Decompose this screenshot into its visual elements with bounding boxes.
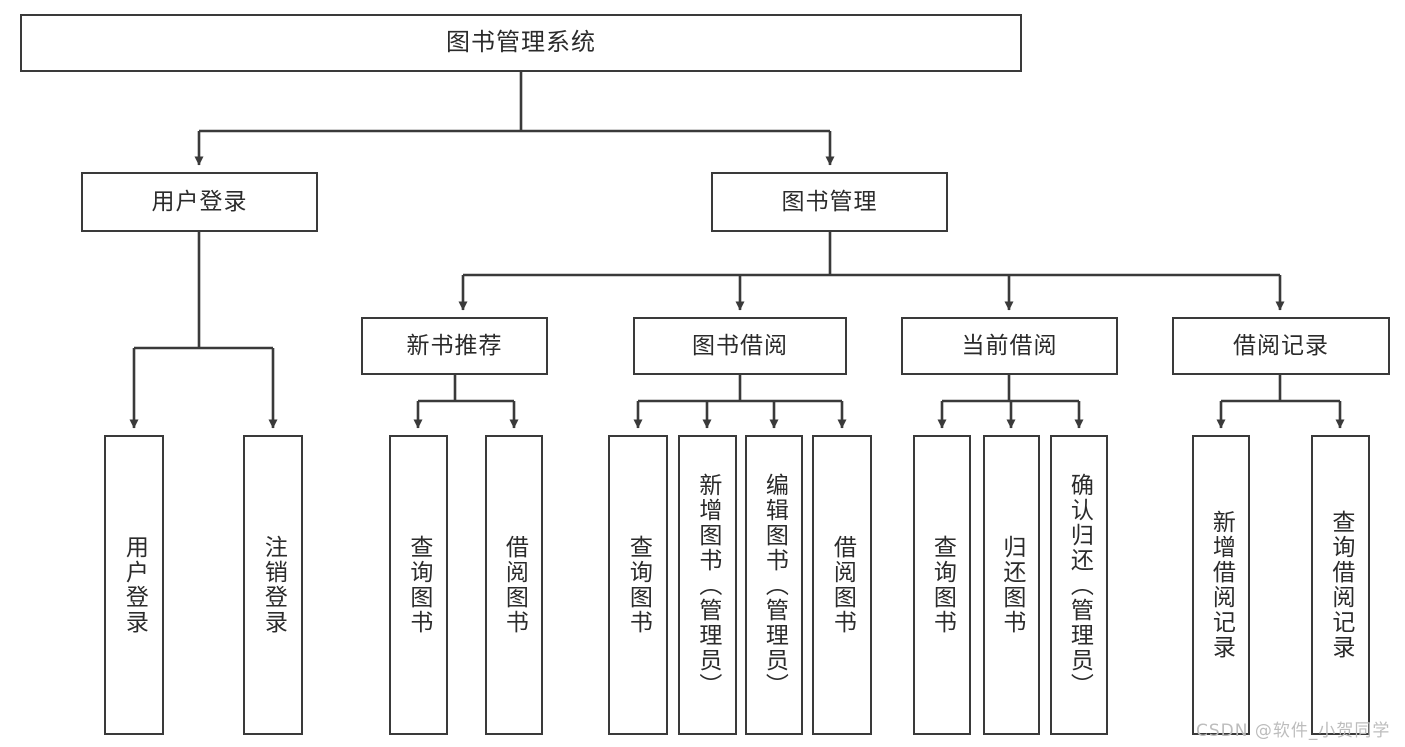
node-new-book-recommendation[interactable]: 新书推荐 — [361, 317, 548, 375]
node-label: 图书借阅 — [692, 332, 788, 359]
leaf-add-book-admin[interactable]: 新增图书（管理员） — [678, 435, 737, 735]
leaf-query-books-current[interactable]: 查询图书 — [913, 435, 971, 735]
node-label: 注销登录 — [260, 535, 287, 635]
node-label: 图书管理 — [781, 188, 878, 215]
node-label: 借阅图书 — [829, 535, 856, 635]
node-book-borrowing[interactable]: 图书借阅 — [633, 317, 847, 375]
node-root-book-management-system[interactable]: 图书管理系统 — [20, 14, 1022, 72]
node-label: 编辑图书（管理员） — [761, 472, 788, 698]
leaf-user-login[interactable]: 用户登录 — [104, 435, 164, 735]
leaf-query-borrow-record[interactable]: 查询借阅记录 — [1311, 435, 1370, 735]
leaf-query-books-borrow[interactable]: 查询图书 — [608, 435, 668, 735]
leaf-borrow-books-new[interactable]: 借阅图书 — [485, 435, 543, 735]
node-book-management[interactable]: 图书管理 — [711, 172, 948, 232]
node-current-borrowing[interactable]: 当前借阅 — [901, 317, 1118, 375]
node-label: 查询图书 — [625, 535, 652, 635]
node-label: 查询图书 — [405, 535, 432, 635]
leaf-add-borrow-record[interactable]: 新增借阅记录 — [1192, 435, 1250, 735]
node-label: 新书推荐 — [406, 332, 503, 359]
leaf-logout[interactable]: 注销登录 — [243, 435, 303, 735]
node-label: 新增图书（管理员） — [694, 472, 721, 698]
leaf-return-books[interactable]: 归还图书 — [983, 435, 1040, 735]
leaf-edit-book-admin[interactable]: 编辑图书（管理员） — [745, 435, 803, 735]
node-label: 查询借阅记录 — [1327, 510, 1354, 660]
node-label: 新增借阅记录 — [1208, 510, 1235, 660]
csdn-watermark: CSDN @软件_小贺同学 — [1196, 721, 1391, 741]
node-borrowing-records[interactable]: 借阅记录 — [1172, 317, 1390, 375]
node-label: 借阅图书 — [501, 535, 528, 635]
node-label: 图书管理系统 — [446, 28, 596, 57]
node-label: 用户登录 — [151, 188, 248, 215]
leaf-borrow-books[interactable]: 借阅图书 — [812, 435, 872, 735]
leaf-confirm-return-admin[interactable]: 确认归还（管理员） — [1050, 435, 1108, 735]
node-label: 借阅记录 — [1233, 332, 1329, 359]
node-user-login[interactable]: 用户登录 — [81, 172, 318, 232]
node-label: 归还图书 — [998, 535, 1025, 635]
node-label: 查询图书 — [929, 535, 956, 635]
node-label: 确认归还（管理员） — [1066, 472, 1093, 698]
node-label: 用户登录 — [121, 535, 148, 635]
leaf-query-books-new[interactable]: 查询图书 — [389, 435, 448, 735]
node-label: 当前借阅 — [961, 332, 1058, 359]
